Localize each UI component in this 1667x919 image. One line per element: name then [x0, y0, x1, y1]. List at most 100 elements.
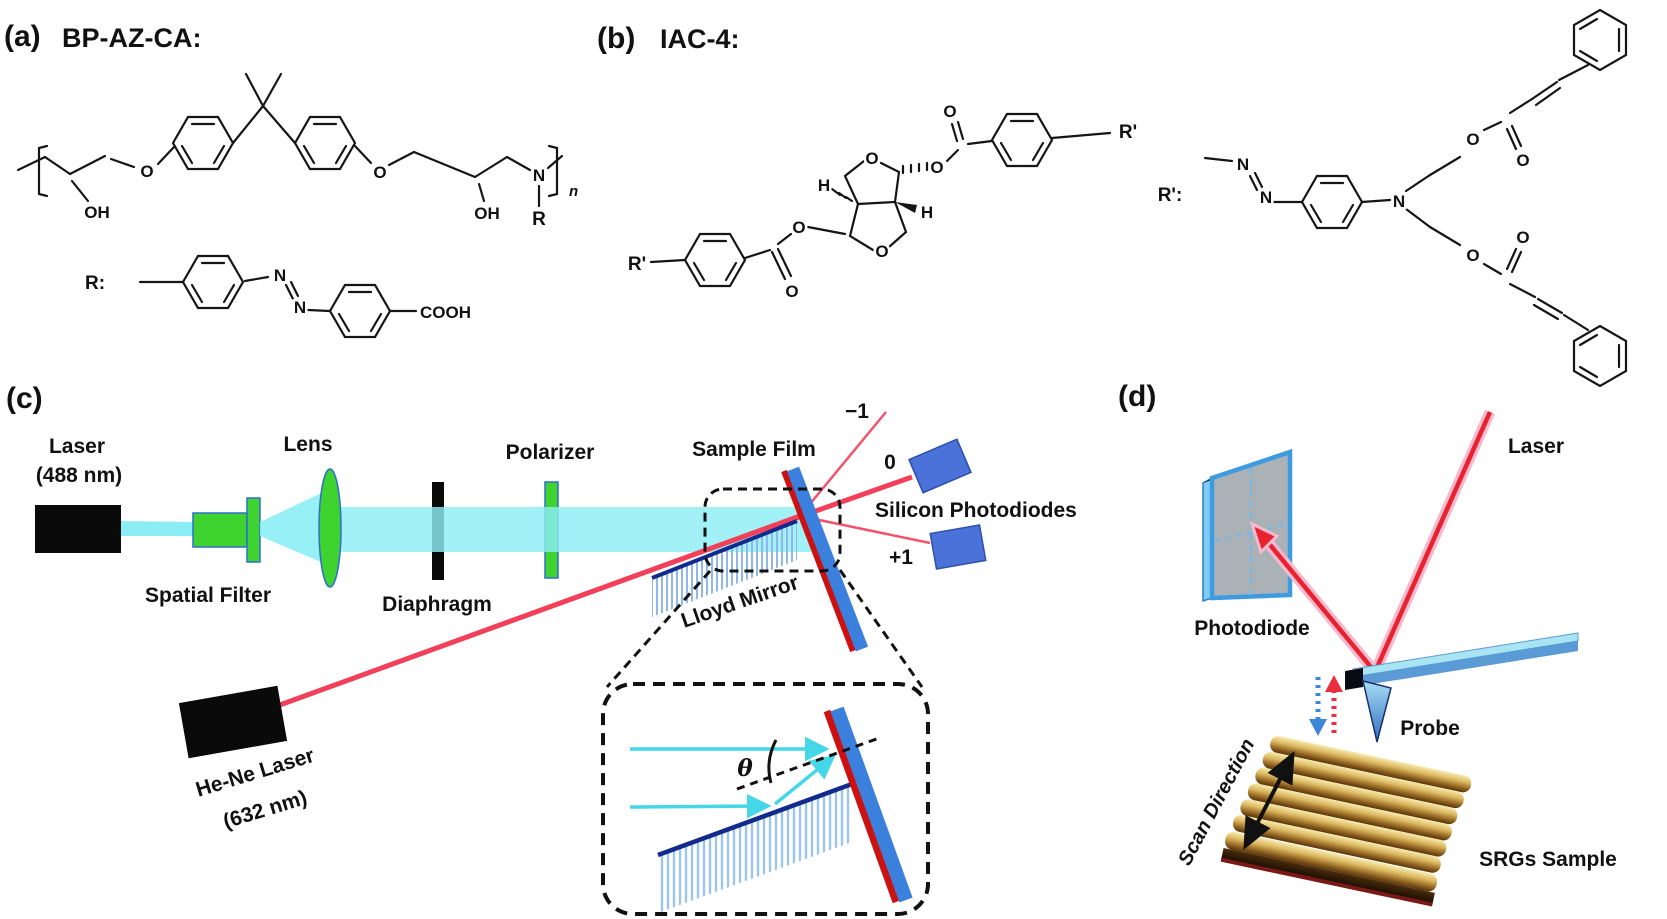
- atom-h-left: H: [818, 176, 830, 195]
- photodiode-quadrant-line-h: [1213, 523, 1289, 542]
- label-polarizer: Polarizer: [506, 441, 595, 464]
- atom-n-amine: N: [533, 166, 545, 185]
- lens: [318, 468, 342, 588]
- label-r-colon: R:: [85, 273, 105, 294]
- spatial-filter-plate: [246, 497, 261, 563]
- label-order-0: 0: [884, 451, 896, 474]
- probe-tip: [1361, 679, 1392, 743]
- sample-film-substrate: [786, 466, 869, 652]
- zoom-inset: θ: [601, 682, 930, 916]
- atom-r-sub: R: [532, 209, 546, 230]
- beam-thin-cyan: [121, 521, 195, 536]
- srg-ridge: [1255, 767, 1458, 825]
- laser-arrowhead: [1249, 521, 1280, 555]
- inset-beam-to-mirror: [629, 793, 772, 819]
- atom-o-ester-down: O: [1466, 246, 1479, 265]
- label-hene-wavelength: (632 nm): [220, 786, 309, 833]
- atom-o-ester-left: O: [792, 218, 805, 237]
- panel-b: (b) IAC-4:: [597, 8, 1628, 388]
- repeat-subscript-n: n: [569, 183, 578, 200]
- beam-band-cyan: [330, 507, 817, 552]
- atom-cooh: COOH: [420, 303, 471, 322]
- atom-o-carbonyl-right: O: [943, 102, 956, 121]
- panel-a: (a) BP-AZ-CA:: [4, 20, 578, 339]
- panel-c: (c): [6, 382, 1077, 916]
- atom-o-ester-up: O: [1466, 130, 1479, 149]
- scan-direction-arrow: [1243, 750, 1295, 851]
- atom-o-carbonyl-down: O: [1516, 228, 1529, 247]
- inset-mirror-hatch: [658, 786, 852, 913]
- label-order-plus1: +1: [889, 546, 913, 569]
- label-probe: Probe: [1400, 717, 1460, 740]
- sample-film-red-layer: [781, 469, 856, 653]
- inset-mirror-surface: [657, 781, 853, 858]
- zoom-region-box: [703, 487, 842, 573]
- inset-film-red-layer: [823, 709, 900, 904]
- atom-o-ring-top: O: [865, 149, 878, 168]
- panel-d-tag: (d): [1118, 380, 1156, 413]
- panel-a-title: BP-AZ-CA:: [62, 23, 201, 53]
- laser-488-box: [35, 505, 121, 553]
- panel-d: (d): [1118, 380, 1617, 907]
- atom-h-right: H: [921, 203, 933, 222]
- inset-angle-arc: [767, 739, 778, 784]
- hene-laser-box: [178, 685, 288, 759]
- afm-probe: [1345, 632, 1579, 743]
- atom-o-left: O: [140, 162, 153, 181]
- atom-oh-right: OH: [474, 204, 500, 223]
- inset-film-substrate: [830, 706, 913, 903]
- label-rprime-colon: R':: [1158, 185, 1183, 206]
- panel-b-title: IAC-4:: [660, 24, 740, 54]
- atom-n-azo1: N: [274, 266, 286, 285]
- lloyd-mirror-surface: [651, 519, 798, 580]
- zoom-connector-left: [605, 570, 712, 688]
- photodiode-order0: [908, 438, 972, 494]
- atom-o-ring-bottom: O: [875, 242, 888, 261]
- label-lens: Lens: [283, 433, 332, 456]
- beam-order-minus1: [799, 411, 887, 517]
- label-srgs-sample: SRGs Sample: [1479, 848, 1617, 871]
- beam-hene-main: [276, 513, 801, 709]
- label-afm-laser: Laser: [1508, 435, 1564, 458]
- label-photodiode: Photodiode: [1194, 617, 1309, 640]
- photodiode-order1: [929, 524, 987, 570]
- zoom-connector-right: [838, 569, 924, 688]
- atom-o-carbonyl-up: O: [1516, 151, 1529, 170]
- oscillation-arrow-down-head: [1309, 719, 1327, 736]
- cantilever-front-face: [1353, 641, 1578, 687]
- oscillation-arrow-up-head: [1325, 675, 1343, 692]
- panel-b-tag: (b): [597, 22, 635, 55]
- beam-order-plus1: [799, 514, 931, 545]
- probe-holder: [1345, 668, 1363, 690]
- panel-c-tag: (c): [6, 382, 43, 415]
- atom-rprime-left: R': [628, 254, 646, 275]
- label-diaphragm: Diaphragm: [382, 593, 492, 616]
- atom-oh-left: OH: [84, 203, 110, 222]
- label-laser-488: Laser: [49, 435, 105, 458]
- atom-n-azo2: N: [294, 298, 306, 317]
- inset-beam-reflected: [773, 754, 836, 806]
- quadrant-photodiode: [1202, 448, 1293, 603]
- label-theta: θ: [737, 755, 753, 782]
- atom-n-azo2-b: N: [1260, 188, 1272, 207]
- atom-o-carbonyl-left: O: [785, 282, 798, 301]
- atom-o-ester-right: O: [930, 158, 943, 177]
- spatial-filter-body: [192, 512, 248, 548]
- zoom-inset-box: [601, 682, 930, 916]
- panel-b-bonds: [649, 8, 1628, 388]
- panel-a-bonds: [16, 72, 564, 339]
- inset-angle-dashed-line: [736, 735, 883, 791]
- atom-n-azo1-b: N: [1237, 155, 1249, 174]
- label-spatial-filter: Spatial Filter: [145, 584, 271, 607]
- srg-ridge: [1262, 751, 1464, 809]
- label-sample-film: Sample Film: [692, 438, 816, 461]
- label-laser-488-wavelength: (488 nm): [36, 464, 122, 487]
- beam-cone: [260, 489, 330, 566]
- panel-a-tag: (a): [4, 20, 41, 53]
- srg-ridge: [1247, 783, 1452, 841]
- label-order-minus1: −1: [845, 400, 869, 423]
- atom-n-amine-b: N: [1393, 192, 1405, 211]
